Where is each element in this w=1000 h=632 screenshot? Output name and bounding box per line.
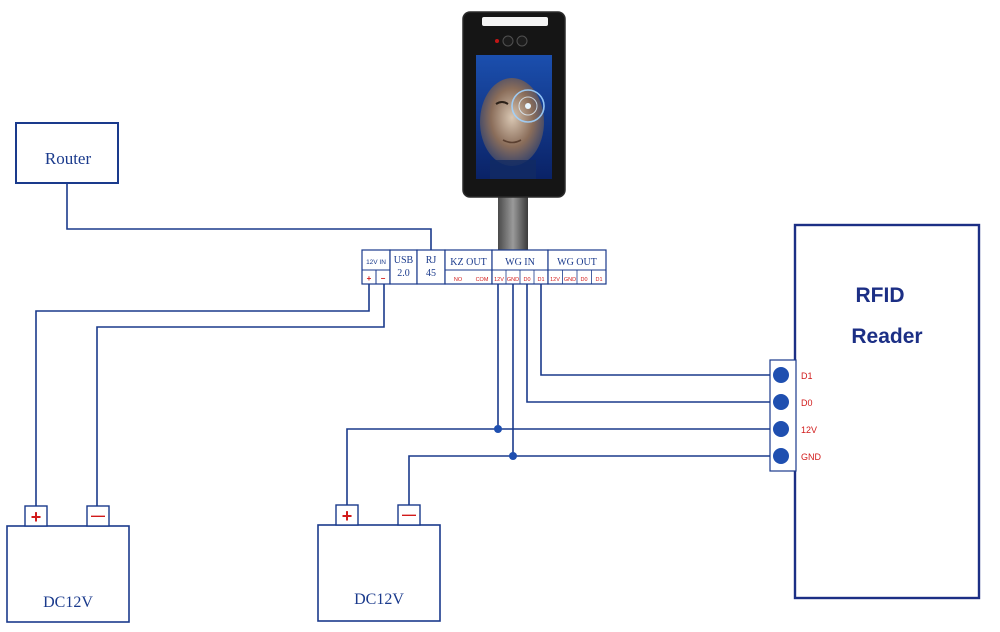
terminal-gnd-dot xyxy=(773,448,789,464)
port-wg-in-d1-label: D1 xyxy=(537,277,544,283)
port-wg-in-d0-label: D0 xyxy=(523,277,530,283)
device-light-bar xyxy=(482,17,548,26)
face-image-icon xyxy=(480,78,544,166)
junction-dot-12v xyxy=(494,425,502,433)
port-wg-in-12v-label: 12V xyxy=(494,277,504,283)
wire-battery2-minus xyxy=(408,455,513,505)
terminal-12v-label: 12V xyxy=(801,425,817,435)
port-12v-plus-label: + xyxy=(367,274,372,283)
port-wg-out-12v-label: 12V xyxy=(550,277,560,283)
terminal-d1-dot xyxy=(773,367,789,383)
battery-plus-icon: + xyxy=(342,506,353,526)
battery-plus-terminal xyxy=(24,505,48,527)
mounting-pole xyxy=(498,194,528,250)
battery-plus-terminal xyxy=(335,504,359,526)
port-kz-out-label: KZ OUT xyxy=(450,257,486,268)
port-wg-out-gnd-label: GND xyxy=(564,277,576,283)
battery-minus-icon: — xyxy=(91,507,105,523)
router-cable xyxy=(66,183,432,250)
terminal-strip: 12V IN + − USB 2.0 RJ 45 KZ OUT NO COM W… xyxy=(361,249,607,285)
port-12v-in-label: 12V IN xyxy=(366,259,386,266)
port-wg-out-label: WG OUT xyxy=(557,257,597,268)
port-rj-number-label: 45 xyxy=(426,268,436,279)
rfid-title: RFID xyxy=(856,284,905,307)
wire-wg-d1 xyxy=(540,284,772,376)
scan-ring-icon xyxy=(511,89,545,123)
wire-wg-gnd xyxy=(512,284,772,457)
rfid-reader: RFID Reader D1 D0 12V GND xyxy=(769,223,981,600)
rfid-subtitle: Reader xyxy=(851,325,922,348)
camera-lens-icon xyxy=(502,35,514,47)
face-recognition-terminal xyxy=(462,11,566,250)
battery-minus-icon: — xyxy=(402,506,416,522)
wiring xyxy=(35,284,772,506)
wire-battery1-plus xyxy=(35,284,370,506)
port-12v-minus-label: − xyxy=(381,274,386,283)
battery-plus-icon: + xyxy=(31,507,42,527)
terminal-d0-label: D0 xyxy=(801,398,813,408)
terminal-d0-dot xyxy=(773,394,789,410)
battery-1: + — DC12V xyxy=(6,505,130,623)
port-wg-in-gnd-label: GND xyxy=(507,277,519,283)
battery-label: DC12V xyxy=(43,594,93,611)
port-kz-no-label: NO xyxy=(454,277,463,283)
terminal-gnd-label: GND xyxy=(801,452,822,462)
ir-led-icon xyxy=(495,39,499,43)
battery-minus-terminal xyxy=(397,504,421,526)
battery-2: + — DC12V xyxy=(317,504,441,622)
port-usb-label: USB xyxy=(394,255,414,266)
port-usb-version-label: 2.0 xyxy=(397,268,410,279)
wire-battery1-minus xyxy=(96,284,385,506)
battery-label: DC12V xyxy=(354,591,404,608)
port-rj-label: RJ xyxy=(426,255,437,266)
terminal-12v-dot xyxy=(773,421,789,437)
port-wg-out-d0-label: D0 xyxy=(580,277,587,283)
port-kz-com-label: COM xyxy=(476,277,489,283)
wire-wg-d0 xyxy=(526,284,772,403)
port-wg-out-d1-label: D1 xyxy=(595,277,602,283)
junction-dot-gnd xyxy=(509,452,517,460)
wire-battery2-plus xyxy=(346,428,498,505)
camera-lens-icon xyxy=(516,35,528,47)
port-wg-in-label: WG IN xyxy=(505,257,535,268)
router-label: Router xyxy=(45,149,92,168)
wire-wg-12v xyxy=(497,284,772,430)
router-box: Router xyxy=(15,122,119,184)
battery-minus-terminal xyxy=(86,505,110,527)
terminal-d1-label: D1 xyxy=(801,371,813,381)
